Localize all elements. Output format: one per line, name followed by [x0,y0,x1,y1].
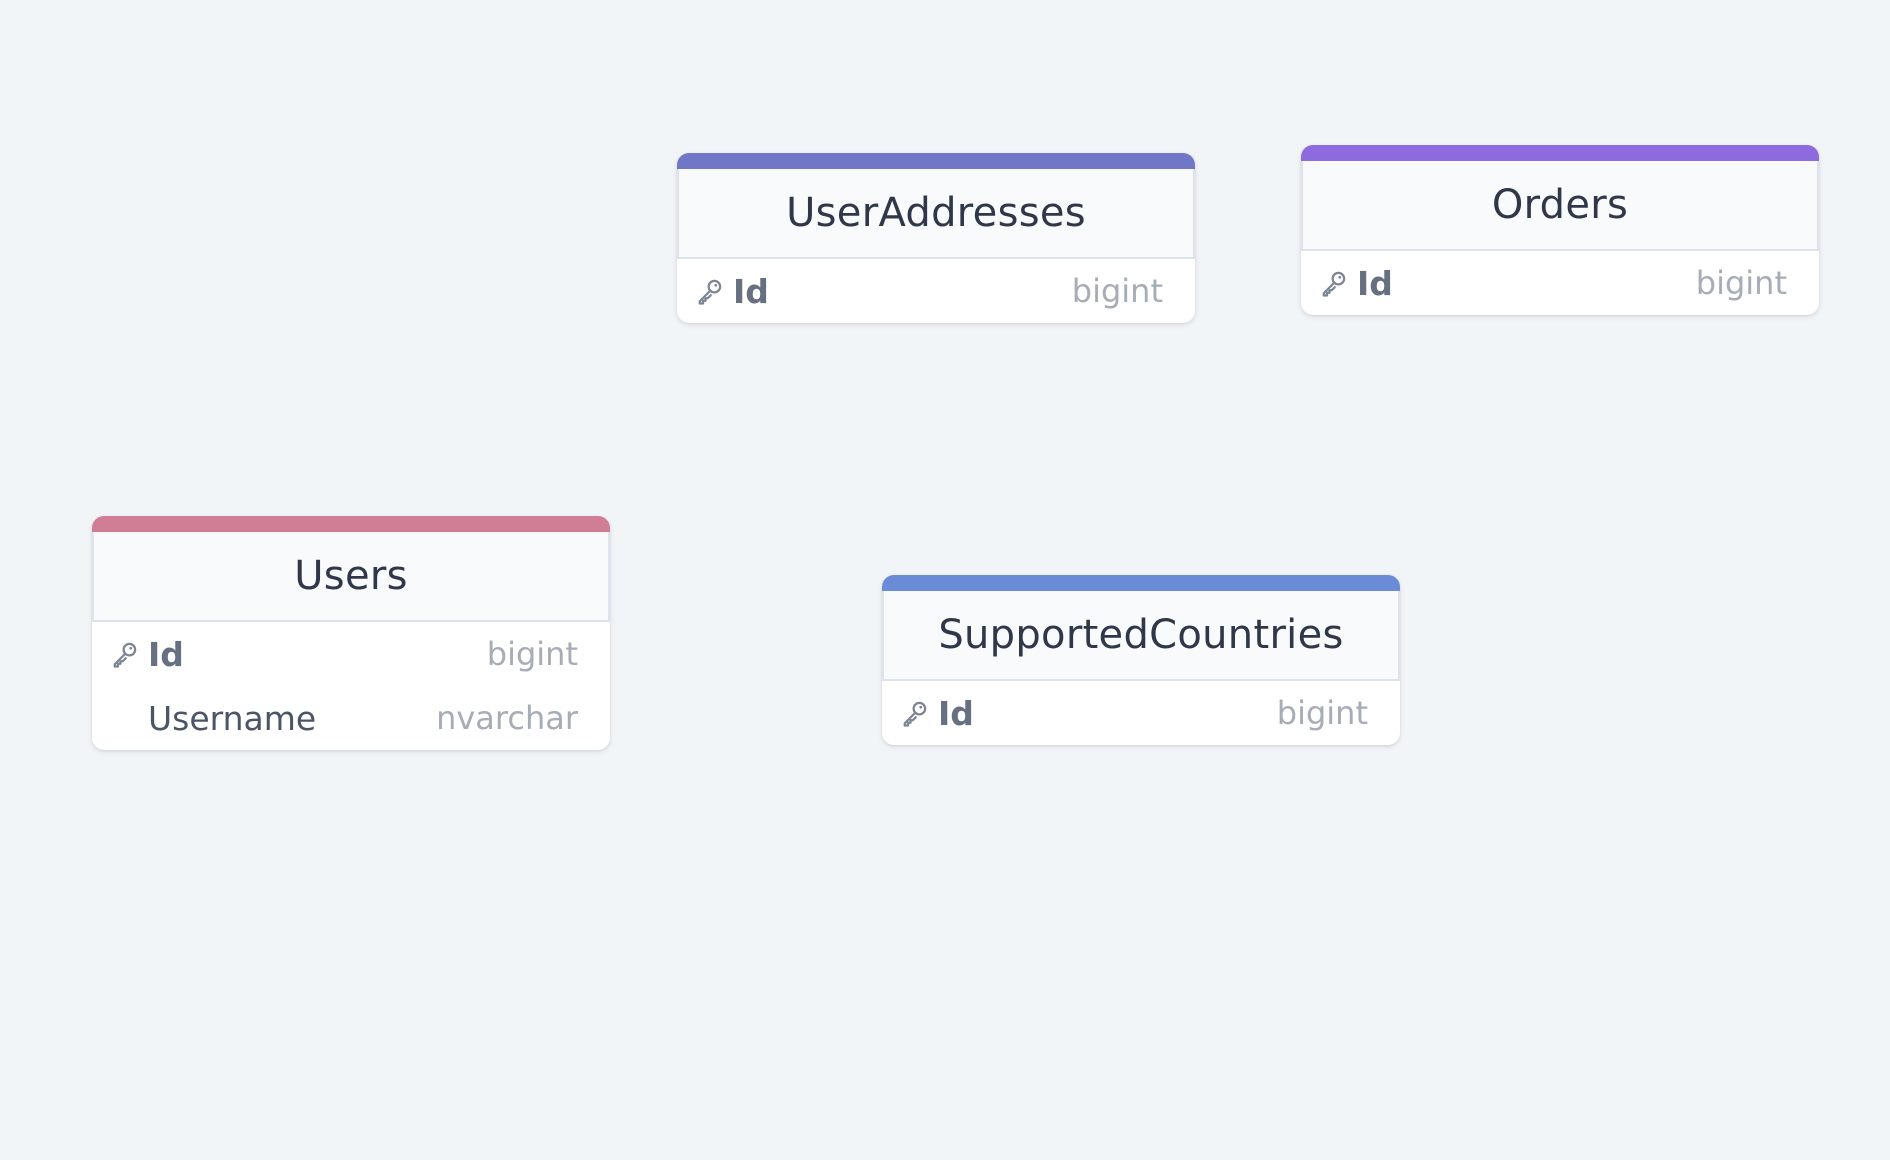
table-title: UserAddresses [786,190,1086,236]
table-accent-bar [92,516,610,532]
column-row[interactable]: Username nvarchar [92,686,610,750]
table-accent-bar [882,575,1400,591]
column-row[interactable]: Id bigint [92,622,610,686]
column-list: Id bigint [882,681,1400,745]
table-card-supportedcountries[interactable]: SupportedCountries Id bigint [882,575,1400,745]
column-row[interactable]: Id bigint [1301,251,1819,315]
key-slot-empty [110,700,146,736]
column-name: Id [1357,263,1393,303]
key-icon [900,695,936,731]
column-row[interactable]: Id bigint [677,259,1195,323]
column-type: bigint [486,635,578,673]
table-card-users[interactable]: Users Id bigint Username nvarchar [92,516,610,750]
column-name: Id [733,271,769,311]
table-card-orders[interactable]: Orders Id bigint [1301,145,1819,315]
column-type: nvarchar [436,699,578,737]
table-header[interactable]: Orders [1301,161,1819,251]
column-list: Id bigint Username nvarchar [92,622,610,750]
column-type: bigint [1276,694,1368,732]
column-type: bigint [1695,264,1787,302]
table-accent-bar [1301,145,1819,161]
column-list: Id bigint [1301,251,1819,315]
table-title: Users [294,553,408,599]
table-title: Orders [1491,182,1629,228]
column-name: Id [938,693,974,733]
table-header[interactable]: SupportedCountries [882,591,1400,681]
column-list: Id bigint [677,259,1195,323]
key-icon [110,636,146,672]
table-header[interactable]: UserAddresses [677,169,1195,259]
key-icon [695,273,731,309]
column-type: bigint [1071,272,1163,310]
column-name: Id [148,634,184,674]
column-name: Username [148,698,317,738]
column-row[interactable]: Id bigint [882,681,1400,745]
table-header[interactable]: Users [92,532,610,622]
key-icon [1319,265,1355,301]
table-title: SupportedCountries [938,612,1344,658]
table-card-useraddresses[interactable]: UserAddresses Id bigint [677,153,1195,323]
table-accent-bar [677,153,1195,169]
